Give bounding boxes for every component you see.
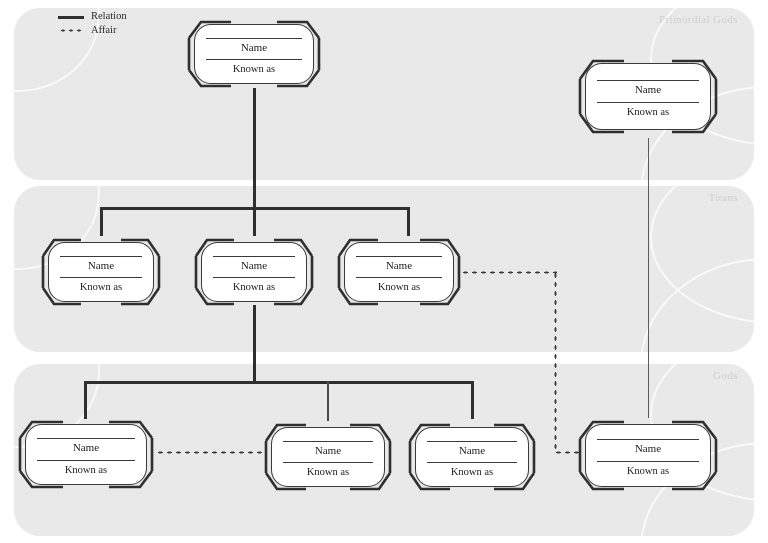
card-panel: Name Known as [48, 242, 154, 302]
affair-god1-to-god2 [156, 451, 264, 454]
card-panel: Name Known as [25, 424, 147, 485]
connector-drop-god-2 [327, 381, 329, 421]
person-card-titan-1[interactable]: Name Known as [41, 236, 161, 308]
person-card-titan-2[interactable]: Name Known as [194, 236, 314, 308]
connector-primordial2-to-god4 [648, 138, 649, 418]
card-panel: Name Known as [585, 63, 711, 130]
card-known-as: Known as [626, 106, 670, 118]
person-card-primordial-1[interactable]: Name Known as [187, 18, 321, 90]
card-name: Name [206, 37, 302, 61]
card-bracket-frame [187, 20, 321, 88]
connector-primordial1-to-titans [253, 88, 256, 210]
legend-label-relation: Relation [91, 11, 127, 22]
legend-item-affair: Affair [58, 24, 127, 37]
band-label-titans: Titans [708, 192, 738, 204]
person-card-primordial-2[interactable]: Name Known as [578, 57, 718, 136]
card-known-as: Known as [626, 465, 670, 477]
connector-drop-god-1 [84, 381, 87, 419]
card-panel: Name Known as [344, 242, 454, 302]
connector-drop-titan-2 [253, 207, 256, 236]
card-name: Name [597, 80, 699, 103]
card-name: Name [37, 438, 135, 461]
card-panel: Name Known as [271, 427, 385, 487]
card-bracket-frame [578, 420, 718, 491]
card-bracket-frame [18, 420, 154, 489]
card-name: Name [597, 439, 699, 462]
person-card-titan-3[interactable]: Name Known as [337, 236, 461, 308]
card-known-as: Known as [232, 64, 276, 76]
band-corner-arc [640, 258, 754, 352]
card-panel: Name Known as [201, 242, 307, 302]
dotted-line-icon [58, 24, 84, 37]
card-panel: Name Known as [585, 424, 711, 487]
connector-drop-titan-3 [407, 207, 410, 236]
connector-drop-titan-1 [100, 207, 103, 236]
card-known-as: Known as [450, 467, 494, 479]
card-name: Name [60, 255, 142, 279]
card-bracket-frame [41, 238, 161, 306]
legend-label-affair: Affair [91, 25, 117, 36]
connector-drop-god-3 [471, 381, 474, 419]
card-known-as: Known as [377, 282, 421, 294]
card-bracket-frame [408, 423, 536, 491]
affair-titan3-horizontal [461, 271, 557, 274]
band-label-gods: Gods [713, 370, 738, 382]
card-known-as: Known as [79, 282, 123, 294]
card-name: Name [356, 255, 442, 279]
affair-titan3-vertical [554, 271, 557, 453]
card-name: Name [427, 440, 517, 464]
card-bracket-frame [337, 238, 461, 306]
card-known-as: Known as [232, 282, 276, 294]
affair-titan3-to-god4 [554, 451, 580, 454]
band-label-primordial-gods: Primordial Gods [658, 14, 738, 26]
person-card-god-2[interactable]: Name Known as [264, 421, 392, 493]
card-bracket-frame [264, 423, 392, 491]
card-known-as: Known as [306, 467, 350, 479]
card-name: Name [283, 440, 373, 464]
band-corner-arc [650, 186, 754, 324]
card-bracket-frame [194, 238, 314, 306]
person-card-god-3[interactable]: Name Known as [408, 421, 536, 493]
card-panel: Name Known as [194, 24, 314, 84]
card-panel: Name Known as [415, 427, 529, 487]
legend-item-relation: Relation [58, 10, 127, 23]
card-known-as: Known as [64, 464, 108, 476]
person-card-god-4[interactable]: Name Known as [578, 418, 718, 493]
connector-titan2-to-gods [253, 305, 256, 382]
card-bracket-frame [578, 59, 718, 134]
person-card-god-1[interactable]: Name Known as [18, 418, 154, 491]
legend: Relation Affair [58, 10, 127, 37]
connector-gods-bracket [84, 381, 473, 384]
solid-line-icon [58, 10, 84, 23]
card-name: Name [213, 255, 295, 279]
